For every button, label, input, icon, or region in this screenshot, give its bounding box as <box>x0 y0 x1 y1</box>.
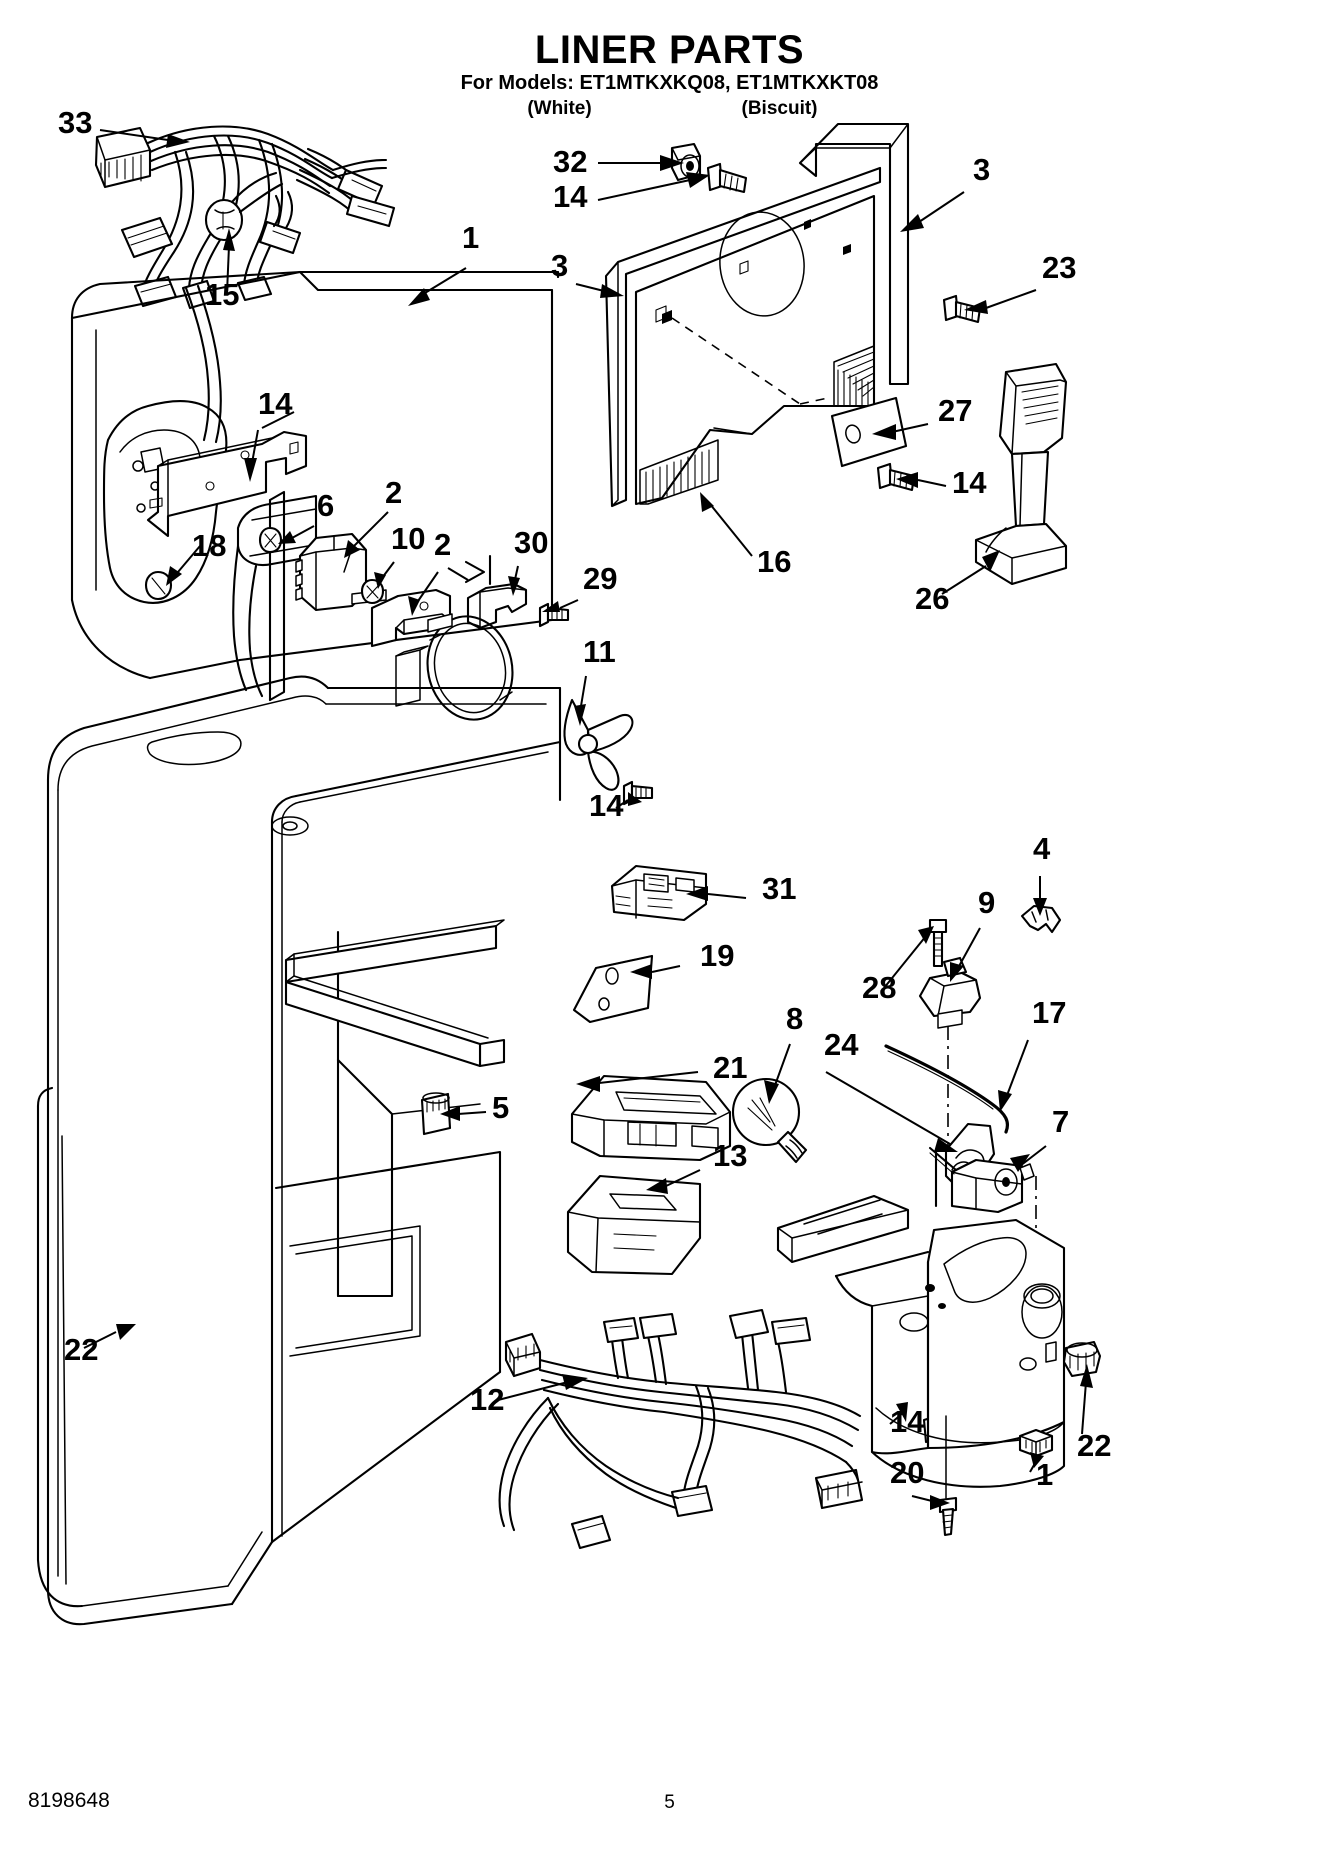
part-21-light-shield-lower: 13 <box>566 1138 747 1276</box>
callout-33: 33 <box>58 105 92 140</box>
callout-22: 22 <box>1077 1428 1111 1463</box>
part-7-wire-harness-lower: 12 <box>470 1308 864 1550</box>
part-2-screws: 6 10 <box>258 488 425 605</box>
callout-17: 8 <box>786 1001 803 1036</box>
callout-19: 4 <box>1033 831 1051 866</box>
callout-1-upper: 1 <box>462 220 479 255</box>
callout-2-lower: 10 <box>391 521 425 556</box>
callout-15: 15 <box>205 277 239 312</box>
callout-14-below-27: 14 <box>952 465 987 500</box>
part-33-wire-harness-upper: 33 15 <box>58 105 396 312</box>
callout-7: 12 <box>470 1382 504 1417</box>
part-18-bracket: 14 <box>146 386 308 538</box>
callout-13: 7 <box>1052 1104 1069 1139</box>
callout-4: 9 <box>978 885 995 920</box>
callout-32: 32 <box>553 144 587 179</box>
callout-10: 2 <box>385 475 402 510</box>
footer-part-number: 8198648 <box>28 1789 110 1812</box>
page-title: LINER PARTS <box>534 28 805 72</box>
callout-2-upper: 6 <box>317 488 334 523</box>
callout-group-6: 18 <box>166 528 226 586</box>
callout-14-bottom: 20 <box>890 1455 924 1490</box>
callout-16: 16 <box>757 544 791 579</box>
part-26-control-module: 31 <box>610 864 796 922</box>
part-14-screw-bottom: 20 <box>890 1415 958 1537</box>
callout-11: 11 <box>583 634 616 669</box>
callout-14-near-fan: 14 <box>589 788 624 823</box>
finish-white-label: (White) <box>527 98 592 119</box>
part-14-screw-top-right: 14 <box>553 162 748 214</box>
callout-3-left: 3 <box>551 248 568 283</box>
part-27-cover-plate: 27 <box>830 393 972 468</box>
callout-29: 30 <box>514 525 548 560</box>
callout-group-1-upper: 1 <box>408 220 479 306</box>
callout-5: 17 <box>1032 995 1066 1030</box>
models-line: For Models: ET1MTKXKQ08, ET1MTKXKT08 <box>460 72 879 94</box>
part-23-dispenser-housing: 26 <box>915 362 1068 616</box>
callout-14-top-right: 14 <box>553 179 588 214</box>
finish-biscuit-label: (Biscuit) <box>741 98 818 119</box>
callout-14-near-29: 29 <box>583 561 617 596</box>
part-14-screw-near-29: 29 <box>538 561 617 628</box>
part-28-bushing: 5 <box>420 1090 509 1136</box>
finish-row: (White) (Biscuit) <box>0 98 1339 120</box>
part-10-damper-control: 2 <box>295 475 402 612</box>
part-24-light-shield-upper: 21 <box>570 1050 747 1162</box>
callout-26: 31 <box>762 871 796 906</box>
part-32-spacer: 32 <box>553 142 702 182</box>
callout-30: 2 <box>434 527 451 562</box>
callout-1-lower: 22 <box>64 1332 98 1367</box>
part-9-screw-long: 28 <box>862 918 948 1005</box>
part-14-screw-right-trim: 23 <box>942 250 1076 324</box>
callout-8: 24 <box>824 1027 859 1062</box>
callout-20: 1 <box>1036 1457 1053 1492</box>
part-31-panel-bracket: 19 <box>572 938 734 1024</box>
callout-18: 14 <box>258 386 293 421</box>
callout-12: 14 <box>890 1404 925 1439</box>
part-12-drain-pan: 14 <box>776 1194 1066 1488</box>
part-22-cap-plug: 22 <box>1062 1340 1111 1463</box>
callout-23: 26 <box>915 581 949 616</box>
part-19-clip-retainer: 4 <box>1020 831 1062 934</box>
callout-3-right: 3 <box>973 152 990 187</box>
footer-page-number: 5 <box>664 1792 675 1813</box>
part-8-light-socket-clip: 24 <box>824 1027 996 1188</box>
part-1-liner-lower: 22 <box>36 675 562 1626</box>
part-14-screw-near-fan: 14 <box>589 780 654 823</box>
part-3-trim-breaker-right: 3 <box>798 122 990 386</box>
part-14-screw-below-27: 14 <box>876 462 987 500</box>
part-11-fan-blade: 11 <box>563 634 634 791</box>
callout-24: 21 <box>713 1050 747 1085</box>
part-20-nut: 1 <box>1018 1428 1053 1492</box>
part-5-capillary-tube: 17 <box>884 995 1066 1134</box>
callout-9: 28 <box>862 970 896 1005</box>
part-16-liner-rear-panel: 16 <box>634 194 876 579</box>
callout-14-right-trim: 23 <box>1042 250 1076 285</box>
callout-6: 18 <box>192 528 226 563</box>
callout-21: 13 <box>713 1138 747 1173</box>
callout-28: 5 <box>492 1090 509 1125</box>
part-3-trim-breaker-left: 3 <box>551 166 882 508</box>
callout-31: 19 <box>700 938 734 973</box>
part-17-light-bulb: 8 <box>731 1001 808 1164</box>
part-air-duct-ring <box>395 613 514 721</box>
callout-27: 27 <box>938 393 972 428</box>
part-1-liner-upper <box>70 270 560 702</box>
part-29-clip: 30 <box>466 525 548 630</box>
